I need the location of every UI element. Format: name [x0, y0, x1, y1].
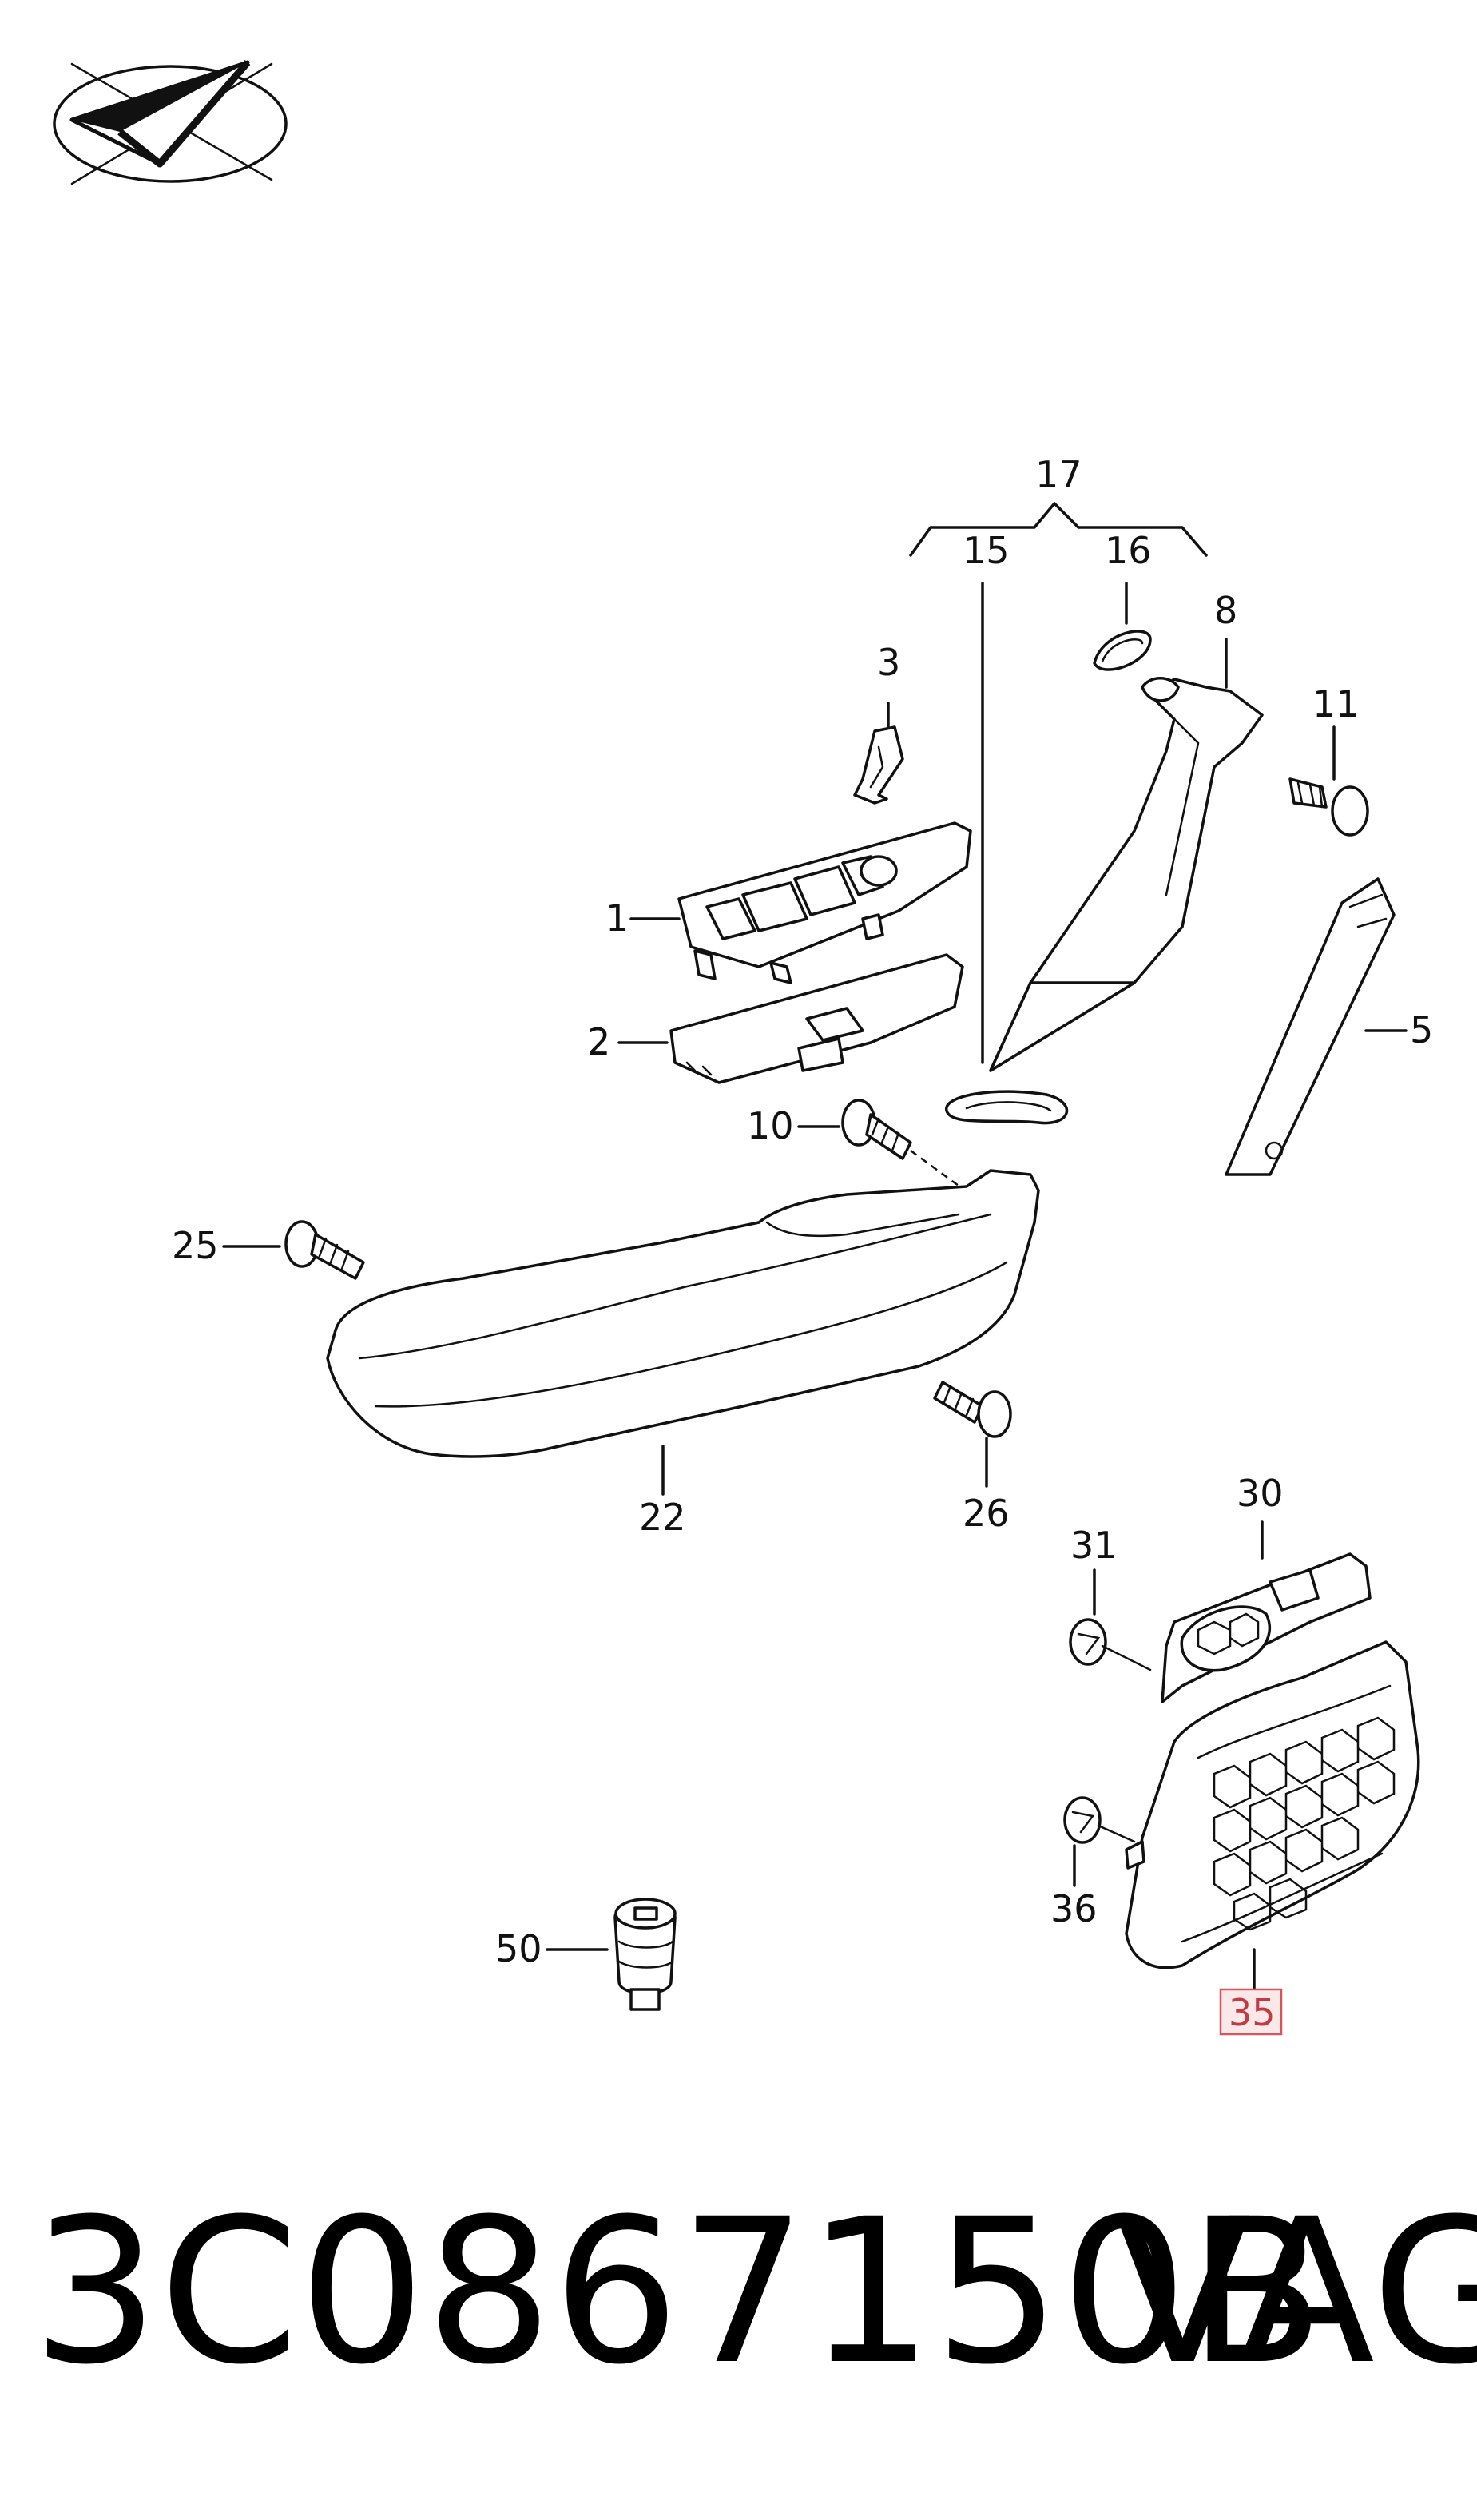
callout-22: 22 — [639, 1496, 686, 1539]
group-bracket-17 — [909, 502, 1208, 557]
callout-16: 16 — [1105, 529, 1152, 572]
callout-2: 2 — [587, 1020, 610, 1063]
callout-35: 35 — [1229, 1991, 1276, 2034]
callout-25: 25 — [172, 1224, 219, 1267]
part-11-screw — [1288, 777, 1369, 837]
callout-31: 31 — [1070, 1524, 1118, 1567]
part-10-screw — [841, 1099, 971, 1196]
callout-11: 11 — [1312, 682, 1360, 725]
callout-10: 10 — [747, 1104, 794, 1147]
part-36-clip — [1063, 1796, 1136, 1844]
part-15-gasket — [945, 1090, 1069, 1125]
footer-brand: VAG — [1114, 2176, 1477, 2408]
part-8-grip — [989, 677, 1264, 1072]
part-16-seal — [1093, 630, 1152, 671]
footer-part-number: 3C0867150B — [32, 2176, 1325, 2408]
callout-3: 3 — [877, 641, 900, 684]
callout-8: 8 — [1214, 589, 1237, 632]
part-50-plug — [613, 1898, 677, 2011]
part-1-switch-panel — [677, 821, 972, 984]
callout-labels: 17 15 16 8 3 11 1 2 5 10 25 22 26 30 31 … — [172, 453, 1433, 2036]
part-31-clip — [1069, 1618, 1152, 1671]
leader-lines — [222, 582, 1408, 1991]
part-30-grille-cover — [1161, 1552, 1372, 1703]
callout-26: 26 — [963, 1492, 1010, 1535]
callout-5: 5 — [1410, 1008, 1433, 1051]
callout-17: 17 — [1035, 453, 1082, 496]
part-26-screw — [933, 1381, 1012, 1438]
callout-35-highlight — [1219, 1988, 1283, 2036]
callout-36: 36 — [1050, 1887, 1098, 1930]
part-3-clip — [853, 725, 904, 805]
part-2-switch-trim — [669, 953, 964, 1084]
paper-plane-logo-icon — [53, 60, 288, 185]
callout-15: 15 — [963, 529, 1010, 572]
callout-50: 50 — [495, 1927, 542, 1970]
callout-30: 30 — [1237, 1472, 1284, 1515]
part-22-armrest — [326, 1169, 1040, 1458]
callout-1: 1 — [605, 896, 629, 940]
part-5-trim-strip — [1225, 877, 1396, 1176]
part-25-screw — [284, 1220, 365, 1280]
part-35-grille — [1125, 1640, 1420, 1969]
